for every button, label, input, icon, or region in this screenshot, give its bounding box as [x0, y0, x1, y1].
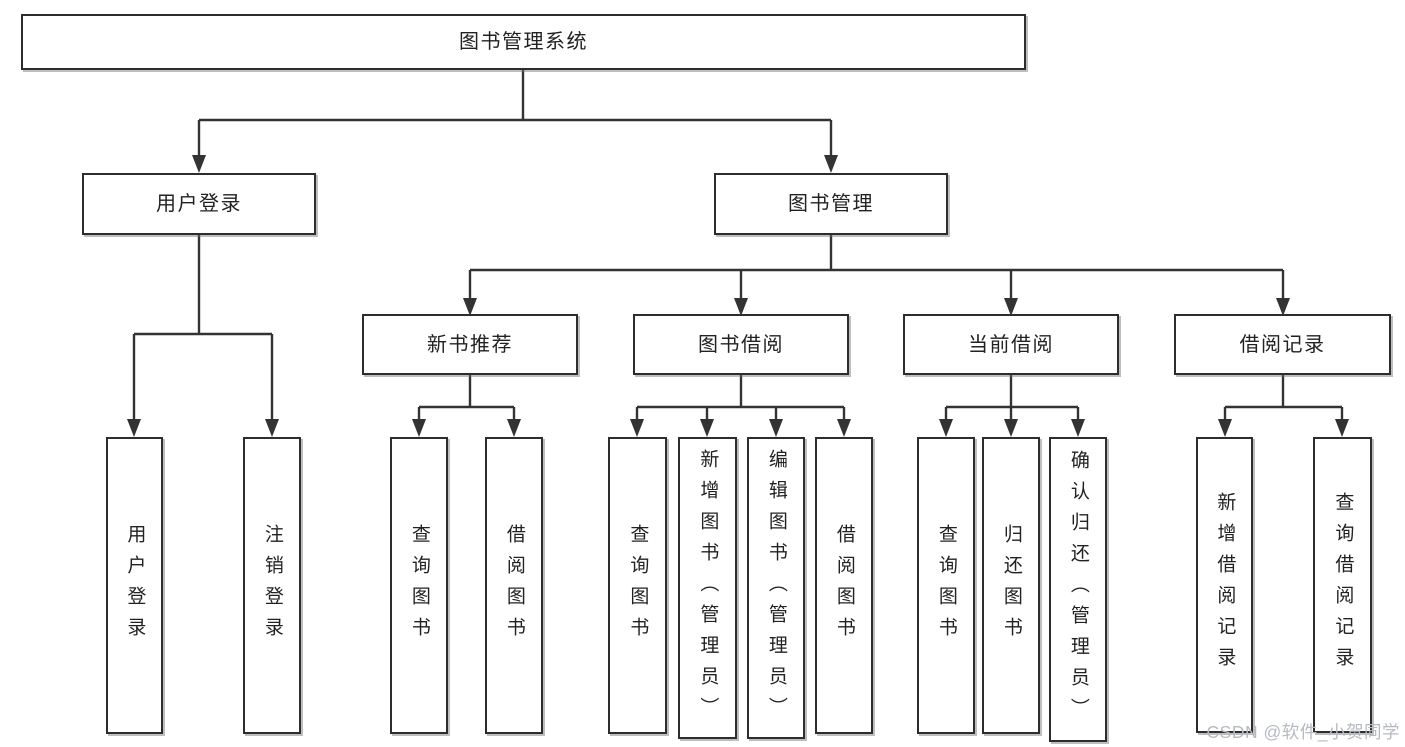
- leaf-query-borrow-record: 查询借阅记录: [1313, 437, 1372, 733]
- leaf-query-books-recommend: 查询图书: [390, 437, 448, 734]
- node-new-book-recommendation-label: 新书推荐: [427, 333, 513, 356]
- node-book-borrowing-label: 图书借阅: [698, 333, 784, 356]
- leaf-add-book-admin: 新增图书（管理员）: [678, 437, 737, 739]
- leaf-query-books-current-label: 查询图书: [935, 523, 957, 648]
- leaf-query-borrow-record-label: 查询借阅记录: [1332, 492, 1354, 678]
- node-book-management-label: 图书管理: [788, 193, 874, 215]
- node-root: 图书管理系统: [21, 14, 1026, 70]
- leaf-query-books-recommend-label: 查询图书: [408, 523, 430, 648]
- leaf-add-borrow-record-label: 新增借阅记录: [1214, 492, 1236, 678]
- node-root-label: 图书管理系统: [459, 31, 588, 53]
- leaf-borrow-books-borrowing: 借阅图书: [815, 437, 873, 734]
- watermark: CSDN @软件_小贺同学: [1206, 722, 1400, 742]
- leaf-confirm-return-admin: 确认归还（管理员）: [1049, 437, 1107, 742]
- node-user-login-label: 用户登录: [156, 193, 242, 215]
- leaf-borrow-books-borrowing-label: 借阅图书: [833, 523, 855, 648]
- leaf-add-book-admin-label: 新增图书（管理员）: [697, 448, 719, 728]
- leaf-borrow-books-recommend-label: 借阅图书: [503, 523, 525, 648]
- leaf-user-login-label: 用户登录: [124, 523, 146, 648]
- leaf-return-books: 归还图书: [982, 437, 1040, 734]
- leaf-return-books-label: 归还图书: [1000, 523, 1022, 648]
- leaf-logout: 注销登录: [243, 437, 301, 734]
- node-user-login: 用户登录: [82, 173, 316, 235]
- node-current-borrowing-label: 当前借阅: [968, 333, 1054, 356]
- leaf-confirm-return-admin-label: 确认归还（管理员）: [1067, 450, 1089, 729]
- node-current-borrowing: 当前借阅: [903, 314, 1119, 375]
- node-book-borrowing: 图书借阅: [633, 314, 849, 375]
- node-new-book-recommendation: 新书推荐: [362, 314, 578, 375]
- leaf-add-borrow-record: 新增借阅记录: [1196, 437, 1253, 733]
- node-book-management: 图书管理: [714, 173, 948, 235]
- leaf-query-books-borrowing-label: 查询图书: [627, 523, 649, 648]
- node-borrowing-records: 借阅记录: [1174, 314, 1391, 375]
- leaf-edit-book-admin: 编辑图书（管理员）: [747, 437, 805, 739]
- leaf-user-login: 用户登录: [106, 437, 163, 734]
- node-borrowing-records-label: 借阅记录: [1239, 333, 1326, 356]
- leaf-logout-label: 注销登录: [261, 523, 283, 648]
- leaf-edit-book-admin-label: 编辑图书（管理员）: [765, 448, 787, 728]
- leaf-query-books-current: 查询图书: [917, 437, 975, 734]
- leaf-query-books-borrowing: 查询图书: [608, 437, 667, 734]
- leaf-borrow-books-recommend: 借阅图书: [485, 437, 543, 734]
